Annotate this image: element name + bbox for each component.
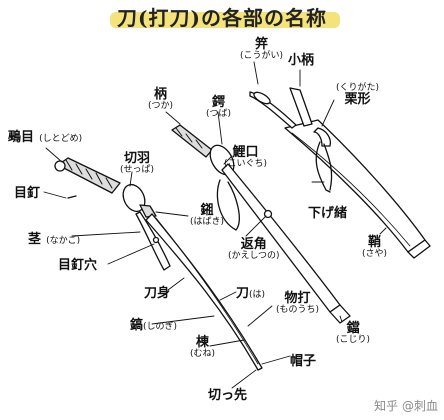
label-nakago: 茎 (なかご) — [28, 232, 81, 247]
label-sageo: 下げ緒 — [308, 206, 348, 221]
label-kozuka: 小柄 — [288, 53, 315, 68]
label-kissaki: 切っ先 — [208, 388, 248, 403]
diagram-title: 刀(打刀)の各部の名称 — [117, 6, 327, 30]
label-mune: 棟(むね) — [190, 335, 216, 359]
kurikata-shape — [313, 127, 332, 147]
label-tsuka: 柄(つか) — [148, 87, 174, 111]
label-kojiri: 鐺(こじり) — [336, 321, 371, 345]
tsuka-shape — [54, 157, 121, 194]
kozuka-shape — [289, 87, 313, 127]
label-mekugiana: 目釘穴 — [58, 258, 98, 273]
label-habaki: 鎺(はばき) — [190, 203, 225, 227]
label-seppa: 切羽(せっぱ) — [120, 151, 155, 175]
title-highlight — [110, 12, 340, 28]
label-boshi: 帽子 — [290, 354, 317, 369]
sageo-shape — [315, 141, 333, 193]
label-kogai: 笄(こうがい) — [240, 37, 284, 61]
label-kashira: 鵐目 (しとどめ) — [8, 130, 83, 145]
label-monouchi: 物打(ものうち) — [276, 291, 320, 315]
saya-shape — [284, 119, 431, 259]
label-saya: 鞘(さや) — [362, 235, 388, 259]
watermark: 知乎 @刺血 — [374, 399, 438, 413]
label-ha: 刀(は) — [236, 286, 266, 301]
label-shinogi: 鎬(しのぎ) — [130, 318, 178, 333]
label-tsuba: 鍔(つば) — [206, 95, 232, 119]
label-mekugi: 目釘 — [14, 186, 41, 201]
label-toshin: 刀身 — [144, 286, 171, 301]
label-koiguchi: 鯉口(こいぐち) — [224, 145, 268, 169]
label-kurikata: (くりがた)栗形 — [336, 83, 380, 108]
label-kaeshizuno: 返角(かえしつの) — [228, 237, 280, 261]
